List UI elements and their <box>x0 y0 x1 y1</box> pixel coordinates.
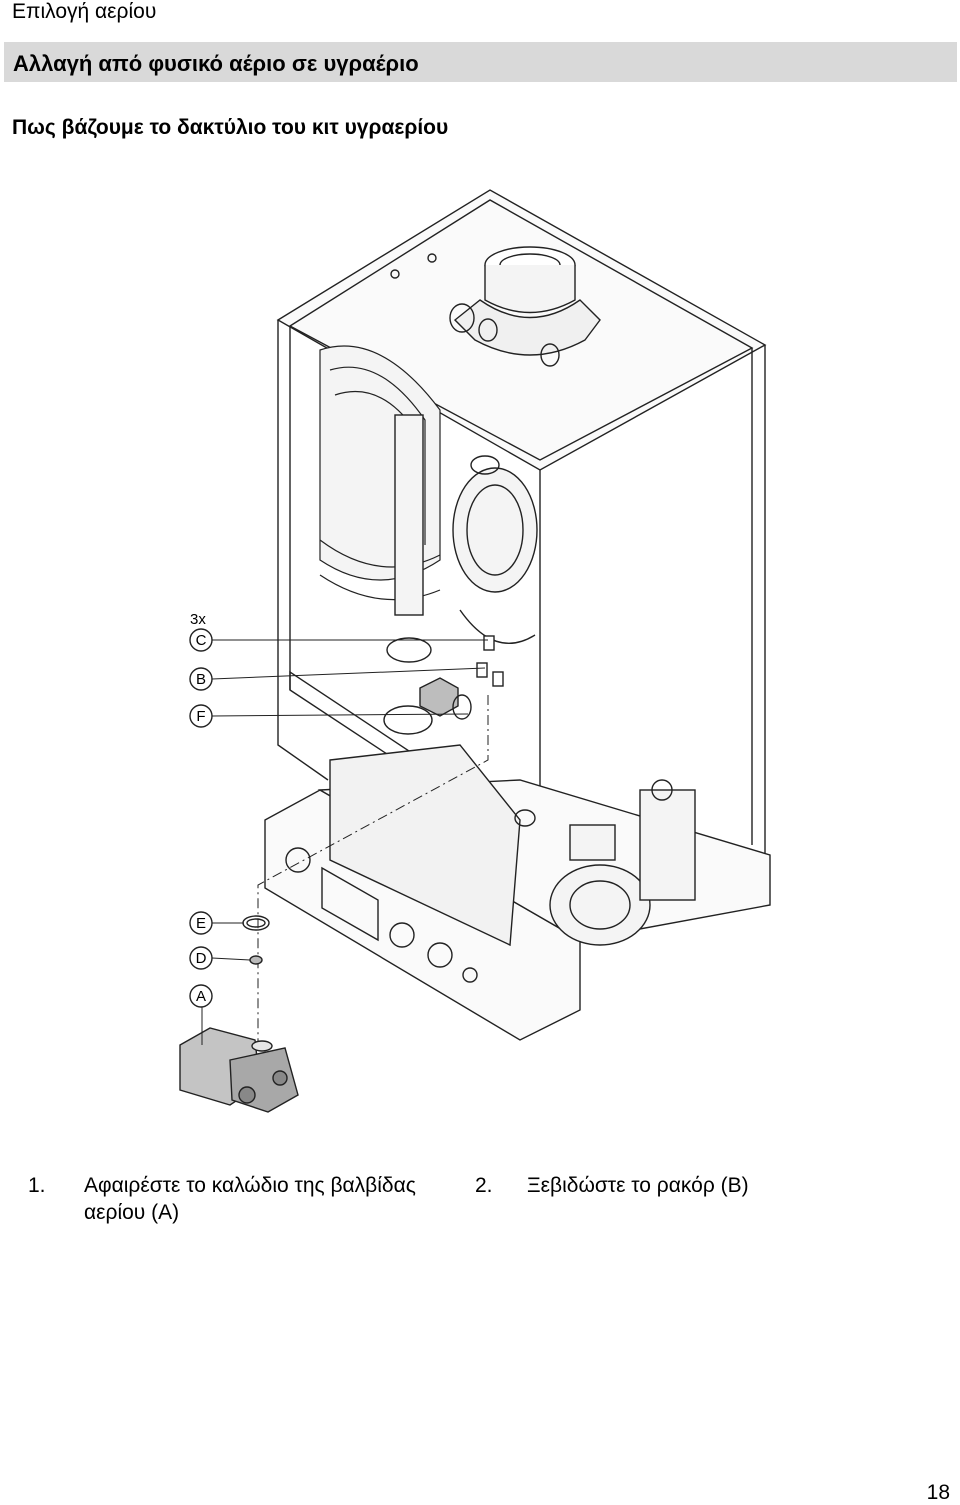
step-1-number: 1. <box>28 1174 46 1197</box>
svg-text:A: A <box>196 988 206 1005</box>
loose-parts <box>242 915 270 965</box>
svg-text:B: B <box>196 671 206 688</box>
callout-D: D <box>189 946 213 970</box>
boiler-diagram: 3x C B F E D A <box>179 189 771 1113</box>
internal-pipe <box>386 414 432 663</box>
step-2-number: 2. <box>475 1174 493 1197</box>
step-2: 2. Ξεβιδώστε το ρακόρ (B) <box>475 1172 935 1199</box>
callout-C: C <box>189 628 213 652</box>
svg-text:D: D <box>196 950 207 967</box>
flue-outlet <box>449 246 601 367</box>
callout-E: E <box>189 911 213 935</box>
assembly-lines <box>257 695 489 1048</box>
svg-text:C: C <box>196 632 207 649</box>
callout-A: A <box>189 984 213 1008</box>
step-1-text: Αφαιρέστε το καλώδιο της βαλβίδας αερίου… <box>84 1174 416 1224</box>
subheading: Πως βάζουμε το δακτύλιο του κιτ υγραερίο… <box>12 116 449 139</box>
union-nut <box>383 677 472 735</box>
svg-text:F: F <box>196 708 205 725</box>
page-number: 18 <box>926 1481 950 1504</box>
svg-text:E: E <box>196 915 206 932</box>
section-title: Αλλαγή από φυσικό αέριο σε υγραέριο <box>13 51 419 76</box>
callout-B: B <box>189 667 213 691</box>
pump-block <box>549 779 696 946</box>
step-2-text: Ξεβιδώστε το ρακόρ (B) <box>527 1174 749 1197</box>
section-title-bar: Αλλαγή από φυσικό αέριο σε υγραέριο <box>4 42 957 82</box>
gas-valve <box>179 1027 299 1113</box>
callout-leaders <box>201 639 488 1045</box>
callout-F: F <box>189 704 213 728</box>
step-1: 1. Αφαιρέστε το καλώδιο της βαλβίδας αερ… <box>28 1172 468 1226</box>
page-header-title: Επιλογή αερίου <box>12 0 157 23</box>
burner-fan <box>452 455 538 644</box>
quantity-label: 3x <box>190 611 206 628</box>
screws <box>476 635 504 687</box>
